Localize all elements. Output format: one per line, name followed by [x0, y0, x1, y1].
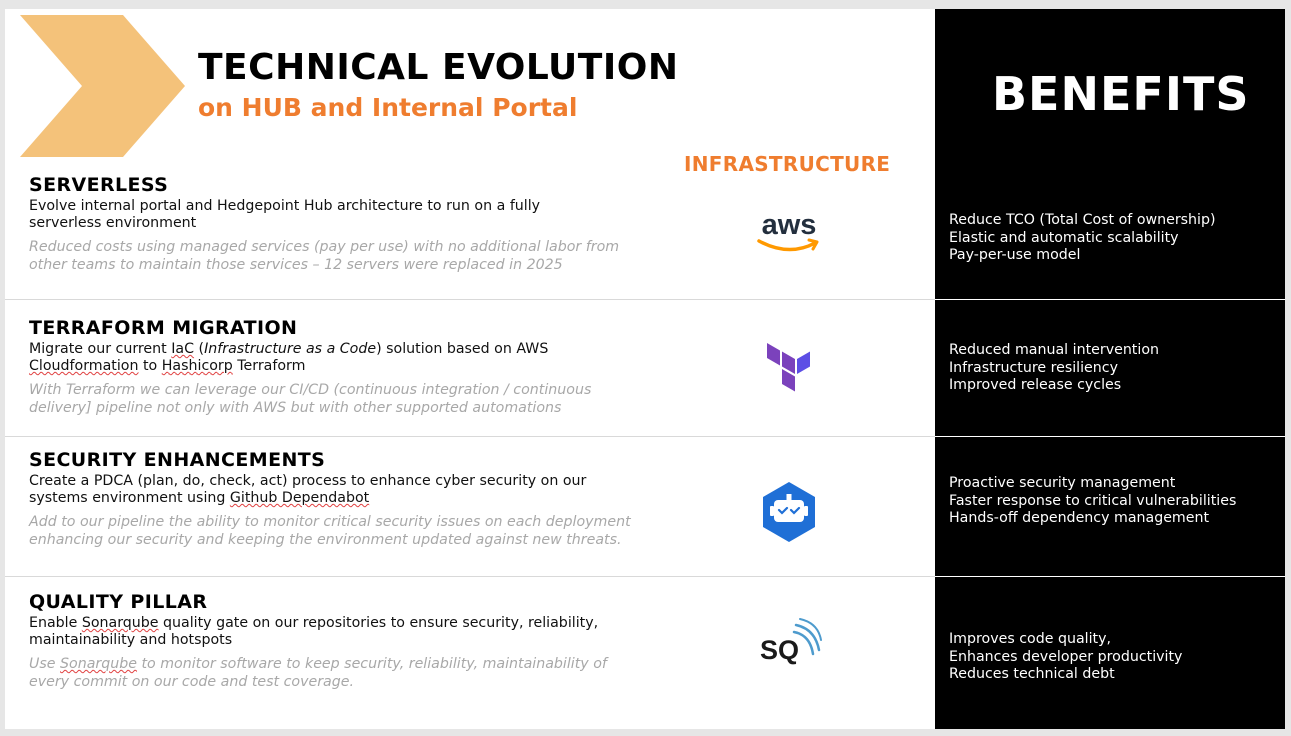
benefit-item: Reduces technical debt	[949, 666, 1115, 682]
section-title: QUALITY PILLAR	[29, 591, 208, 613]
slide: TECHNICAL EVOLUTION on HUB and Internal …	[5, 9, 1285, 729]
section-description: Evolve internal portal and Hedgepoint Hu…	[29, 198, 541, 231]
section-quality: QUALITY PILLAR Enable Sonarqube quality …	[29, 591, 669, 691]
section-description: Create a PDCA (plan, do, check, act) pro…	[29, 473, 587, 506]
benefit-divider	[935, 576, 1285, 577]
benefits-quality: Improves code quality, Enhances develope…	[949, 631, 1279, 684]
benefit-item: Improves code quality,	[949, 631, 1112, 647]
row-divider	[5, 576, 935, 577]
benefits-security: Proactive security management Faster res…	[949, 475, 1279, 528]
benefits-heading: BENEFITS	[992, 67, 1250, 121]
benefit-divider	[935, 436, 1285, 437]
sonarqube-logo-text: SQ	[760, 635, 799, 665]
page-title: TECHNICAL EVOLUTION	[198, 47, 679, 88]
section-title: SECURITY ENHANCEMENTS	[29, 449, 326, 471]
benefit-item: Enhances developer productivity	[949, 648, 1183, 665]
section-note: With Terraform we can leverage our CI/CD…	[29, 382, 592, 416]
benefit-item: Improved release cycles	[949, 377, 1122, 393]
dependabot-logo-icon	[763, 482, 815, 542]
page-subtitle: on HUB and Internal Portal	[198, 93, 578, 122]
infrastructure-heading: INFRASTRUCTURE	[684, 152, 891, 176]
section-serverless: SERVERLESS Evolve internal portal and He…	[29, 174, 669, 274]
row-divider	[5, 299, 935, 300]
benefits-terraform: Reduced manual intervention Infrastructu…	[949, 342, 1279, 395]
benefit-item: Pay-per-use model	[949, 247, 1081, 263]
row-divider	[5, 436, 935, 437]
benefit-item: Reduced manual intervention	[949, 342, 1159, 358]
benefit-item: Infrastructure resiliency	[949, 359, 1118, 376]
section-note: Use Sonarqube to monitor software to kee…	[29, 656, 607, 690]
section-note: Reduced costs using managed services (pa…	[29, 239, 620, 273]
terraform-logo-icon	[767, 343, 810, 392]
benefit-divider	[935, 299, 1285, 300]
benefit-item: Elastic and automatic scalability	[949, 229, 1179, 246]
section-terraform: TERRAFORM MIGRATION Migrate our current …	[29, 317, 669, 417]
benefits-serverless: Reduce TCO (Total Cost of ownership) Ela…	[949, 212, 1279, 265]
section-security: SECURITY ENHANCEMENTS Create a PDCA (pla…	[29, 449, 669, 549]
benefit-item: Hands-off dependency management	[949, 510, 1210, 526]
benefit-item: Reduce TCO (Total Cost of ownership)	[949, 212, 1216, 228]
section-description: Migrate our current IaC (Infrastructure …	[29, 341, 549, 374]
chevrons-icon	[20, 15, 185, 157]
section-title: SERVERLESS	[29, 174, 169, 196]
aws-logo-text: aws	[762, 209, 817, 241]
benefits-column: BENEFITS	[935, 9, 1285, 729]
sonarqube-logo-icon: SQ	[760, 618, 822, 665]
benefit-item: Proactive security management	[949, 475, 1176, 491]
section-note: Add to our pipeline the ability to monit…	[29, 514, 631, 548]
aws-logo-icon: aws	[757, 209, 819, 252]
section-title: TERRAFORM MIGRATION	[29, 317, 298, 339]
benefit-item: Faster response to critical vulnerabilit…	[949, 492, 1237, 509]
section-description: Enable Sonarqube quality gate on our rep…	[29, 615, 599, 648]
